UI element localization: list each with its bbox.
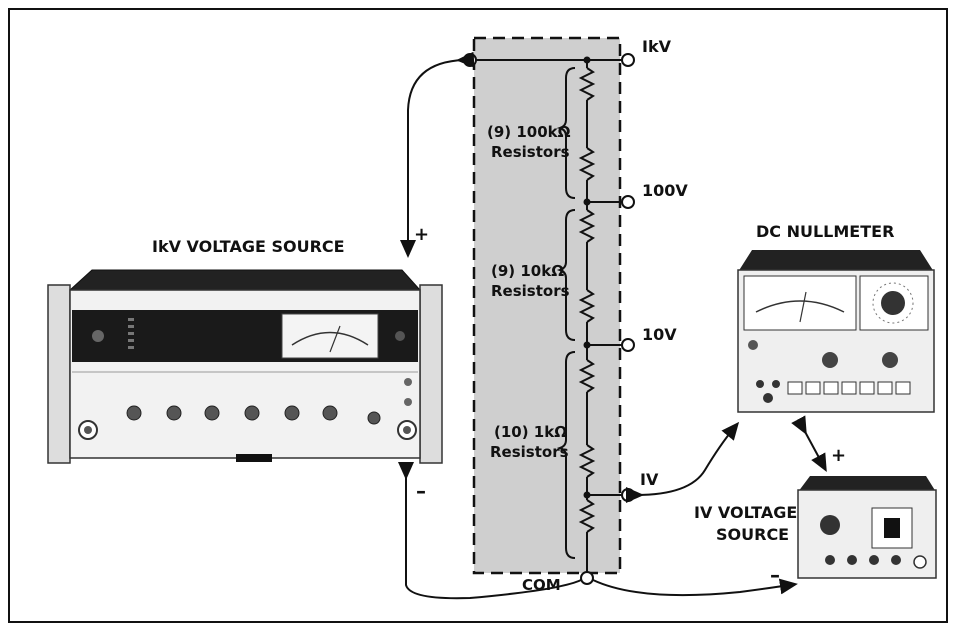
junction-10v	[583, 341, 591, 349]
wire-null-to-1vsource	[791, 415, 827, 473]
v1source-title-line1: IV VOLTAGE	[694, 503, 797, 522]
group1-line2: Resistors	[491, 143, 570, 161]
group2-line1: (9) 10kΩ	[491, 262, 564, 280]
source-title: IkV VOLTAGE SOURCE	[152, 237, 345, 256]
tap-label-1v: IV	[640, 470, 659, 489]
wire-source-minus	[398, 462, 582, 600]
terminal-com	[580, 571, 594, 585]
wire-com-to-1v	[592, 578, 798, 597]
terminal-100v	[621, 195, 635, 209]
nullmeter-title: DC NULLMETER	[756, 222, 894, 241]
tap-label-100v: 100V	[642, 181, 688, 200]
dc-nullmeter	[737, 250, 935, 413]
resistor-chain	[578, 60, 596, 573]
brace-group-3	[556, 351, 576, 559]
group3-line2: Resistors	[490, 443, 569, 461]
brace-group-2	[556, 209, 576, 341]
polarity-1v-minus: –	[770, 563, 780, 587]
group2-line2: Resistors	[491, 282, 570, 300]
input-terminal	[463, 53, 477, 67]
tap-label-com: COM	[522, 576, 561, 594]
group1-line1: (9) 100kΩ	[487, 123, 571, 141]
group3-line1: (10) 1kΩ	[494, 423, 567, 441]
voltage-source-1kv	[47, 269, 443, 464]
tap-label-10v: 10V	[642, 325, 677, 344]
terminal-10v	[621, 338, 635, 352]
wire-1v-to-nullmeter	[625, 421, 740, 504]
tap-label-1kv: IkV	[642, 37, 672, 56]
junction-100v	[583, 198, 591, 206]
polarity-null-plus: +	[831, 445, 846, 466]
voltage-source-1v	[797, 476, 937, 579]
terminal-1kv	[621, 53, 635, 67]
junction-1kv	[583, 56, 591, 64]
junction-1v	[583, 491, 591, 499]
divider-box	[472, 36, 622, 575]
polarity-source-plus: +	[414, 224, 429, 245]
v1source-title-line2: SOURCE	[716, 525, 789, 544]
wire-source-plus	[400, 51, 475, 258]
outer-frame	[8, 8, 948, 623]
brace-group-1	[556, 67, 576, 199]
terminal-1v	[621, 488, 635, 502]
polarity-source-minus: –	[416, 479, 426, 503]
